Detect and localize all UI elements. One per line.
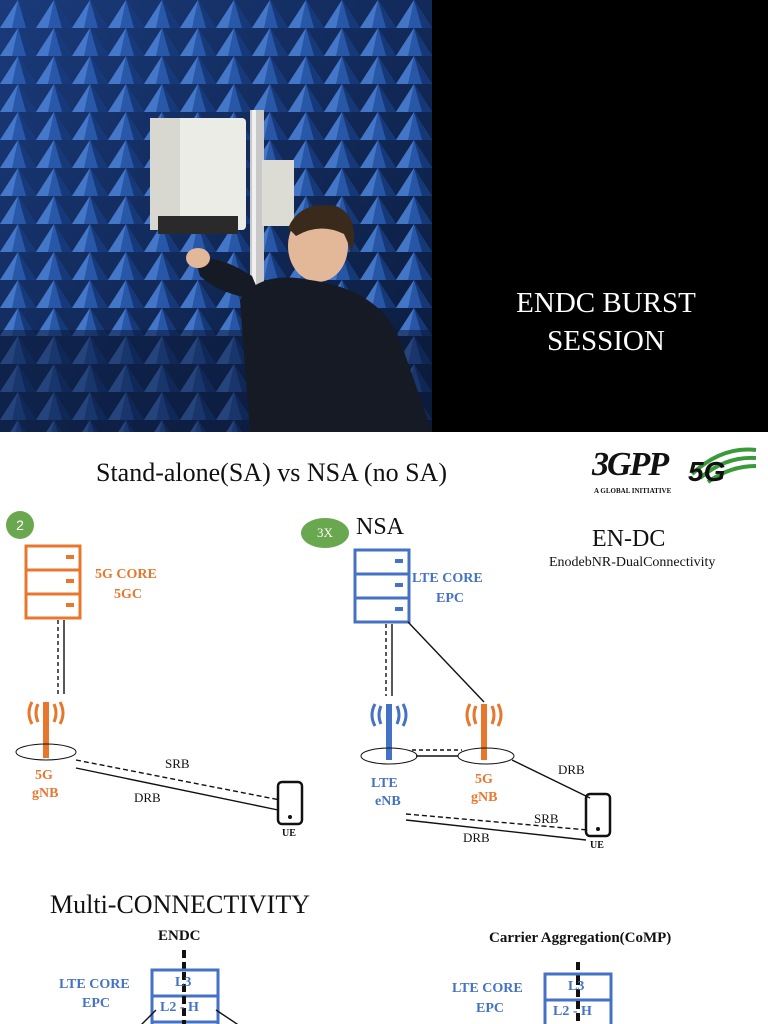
sa-srb-label: SRB	[165, 756, 190, 771]
sa-gnb-label-line2: gNB	[32, 786, 59, 801]
right-core-label-line2: EPC	[476, 1001, 504, 1016]
nsa-core-label-line1: LTE CORE	[412, 571, 483, 586]
nsa-ue-phone-icon	[584, 792, 612, 838]
chamber-photo-illustration	[0, 0, 432, 432]
slide-heading: Stand-alone(SA) vs NSA (no SA)	[96, 458, 447, 487]
session-title-line1: ENDC BURST	[516, 287, 696, 319]
nsa-enb-antenna-icon	[360, 703, 418, 765]
sa-core-server-icon	[24, 544, 82, 620]
sa-core-label-line2: 5GC	[114, 587, 142, 602]
nsa-gnb-label-line2: gNB	[471, 790, 498, 805]
sa-badge: 2	[6, 511, 34, 539]
ca-stack-l2h: L2 - H	[553, 1004, 592, 1019]
sa-drb-label: DRB	[134, 790, 161, 805]
endc-stack-l3: L3	[175, 975, 192, 990]
left-core-label-line2: EPC	[82, 996, 110, 1011]
logo-3gpp-sub: A GLOBAL INITIATIVE	[594, 487, 672, 495]
session-title: ENDC BURST SESSION	[432, 284, 768, 360]
session-title-line2: SESSION	[547, 325, 665, 357]
sa-ue-phone-icon	[276, 780, 304, 826]
diagram-lines	[15, 544, 613, 1024]
sa-core-label-line1: 5G CORE	[95, 567, 157, 582]
ca-stack-l3: L3	[568, 979, 585, 994]
endc-protocol-stack	[141, 950, 239, 1024]
nsa-core-server-icon	[353, 548, 411, 624]
logo-5g-swoosh	[690, 447, 757, 484]
ca-label: Carrier Aggregation(CoMP)	[489, 930, 672, 946]
logo-5g: 5G	[688, 456, 726, 487]
sa-vs-nsa-slide: Stand-alone(SA) vs NSA (no SA) 3GPP A GL…	[0, 432, 768, 1024]
nsa-enb-label-line2: eNB	[375, 794, 401, 809]
nsa-drb-bottom-label: DRB	[463, 830, 490, 845]
right-core-label-line1: LTE CORE	[452, 981, 523, 996]
nsa-gnb-antenna-icon	[457, 703, 515, 765]
multi-connectivity-heading: Multi-CONNECTIVITY	[50, 890, 310, 919]
nsa-drb-top-label: DRB	[558, 762, 585, 777]
ca-protocol-stack	[543, 962, 613, 1024]
endc-label: ENDC	[158, 928, 201, 944]
nsa-gnb-label-line1: 5G	[475, 772, 493, 787]
nsa-core-label-line2: EPC	[436, 591, 464, 606]
nsa-enb-label-line1: LTE	[371, 776, 398, 791]
endc-title: EN-DC	[592, 526, 666, 552]
nsa-label: NSA	[356, 514, 405, 540]
nsa-srb-label: SRB	[534, 811, 559, 826]
endc-stack-l2h: L2 - H	[160, 1000, 199, 1015]
endc-subtitle: EnodebNR-DualConnectivity	[549, 555, 716, 570]
logo-3gpp: 3GPP	[592, 446, 669, 483]
nsa-ue-label: UE	[590, 840, 604, 851]
anechoic-chamber-photo	[0, 0, 432, 432]
title-panel	[432, 0, 768, 432]
nsa-badge: 3X	[301, 518, 349, 548]
sa-gnb-antenna-icon	[15, 701, 77, 761]
sa-ue-label: UE	[282, 828, 296, 839]
sa-gnb-label-line1: 5G	[35, 768, 53, 783]
left-core-label-line1: LTE CORE	[59, 977, 130, 992]
